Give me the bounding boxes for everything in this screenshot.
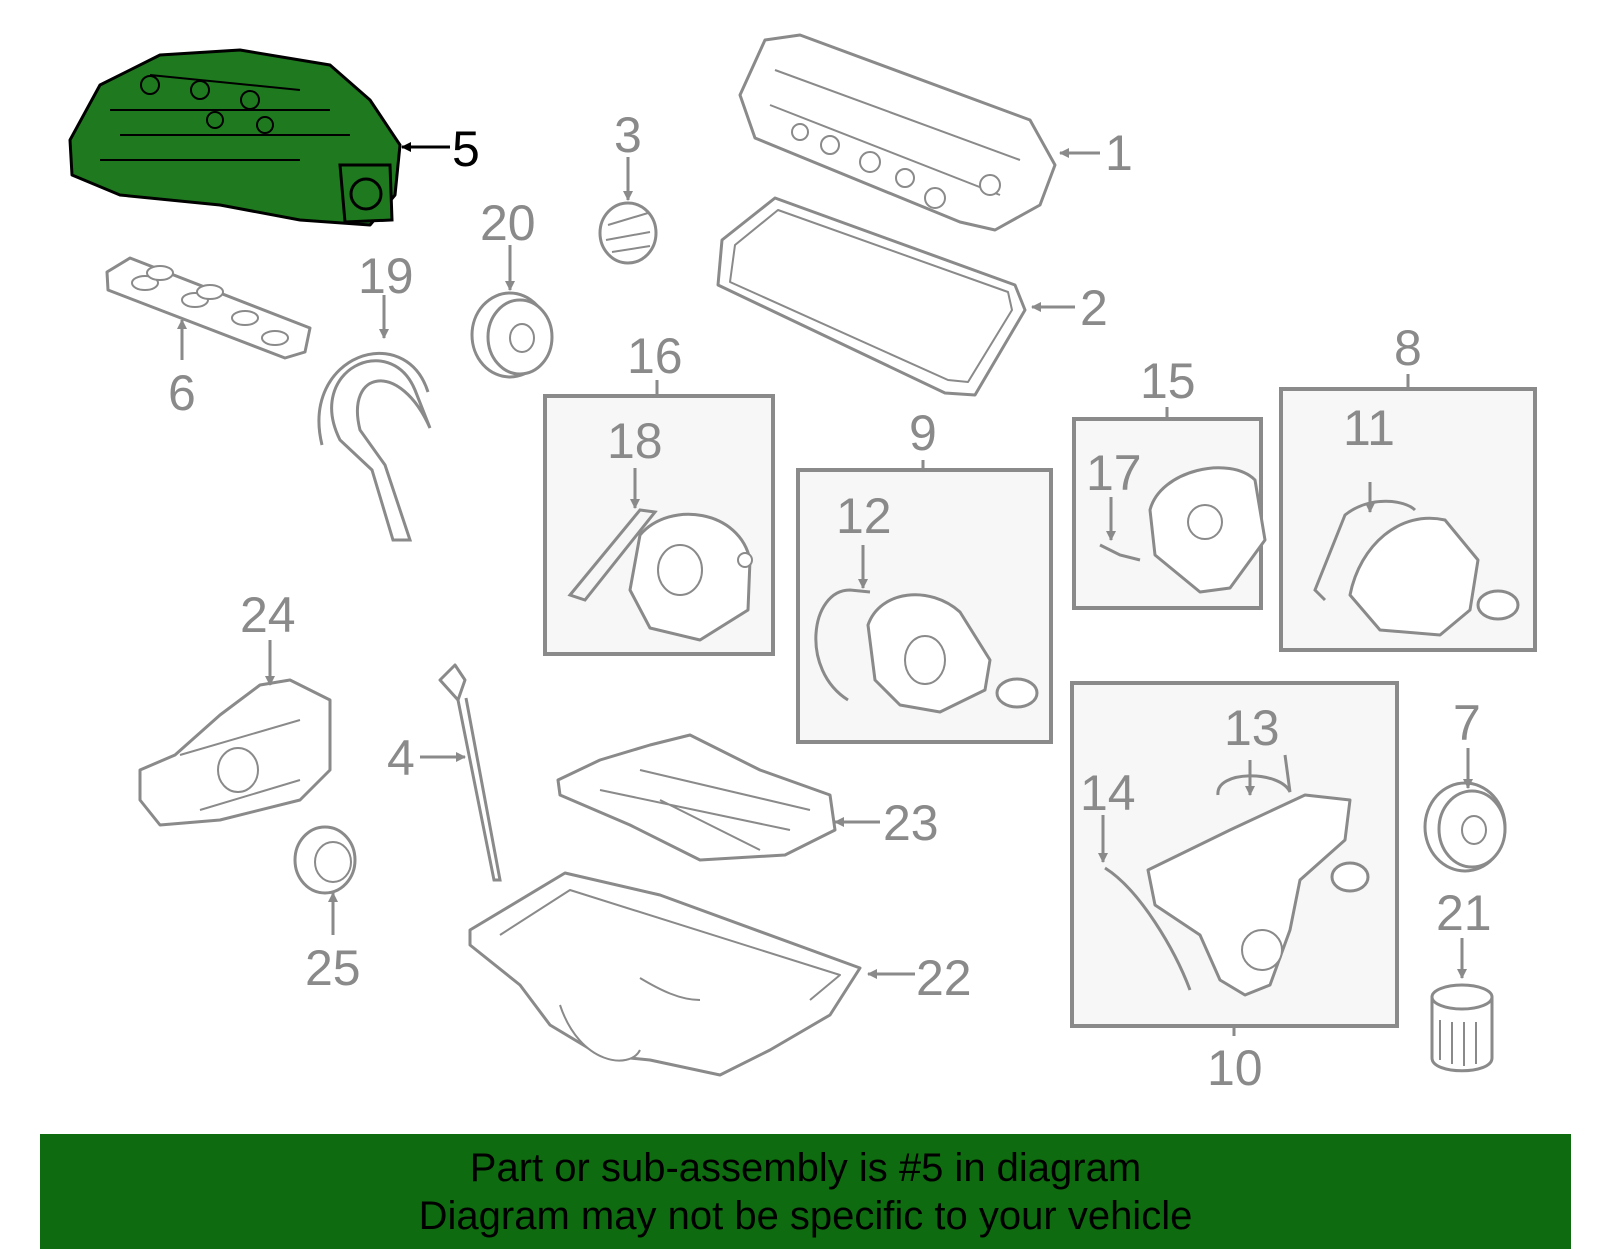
banner-line-2: Diagram may not be specific to your vehi… — [418, 1193, 1193, 1238]
part-label-12: 12 — [836, 488, 892, 544]
part-label-20: 20 — [480, 195, 536, 251]
oil-strainer-part-25 — [293, 825, 357, 895]
part-label-25: 25 — [305, 940, 361, 996]
part-label-3: 3 — [614, 107, 642, 163]
part-label-21: 21 — [1436, 885, 1492, 941]
part-label-11: 11 — [1343, 400, 1395, 456]
part-label-13: 13 — [1224, 700, 1280, 756]
part-label-1: 1 — [1105, 125, 1133, 181]
part-label-15: 15 — [1140, 353, 1196, 409]
oil-pan-part-22 — [468, 871, 862, 1077]
timing-cover-part-15 — [1099, 466, 1267, 594]
part-label-2: 2 — [1080, 280, 1108, 336]
part-label-5: 5 — [452, 121, 480, 177]
part-label-22: 22 — [916, 950, 972, 1006]
intake-manifold-part-5[interactable] — [68, 48, 402, 227]
part-label-18: 18 — [607, 413, 663, 469]
part-label-9: 9 — [909, 405, 937, 461]
oil-pump-part-24 — [138, 678, 332, 827]
part-label-19: 19 — [358, 248, 414, 304]
part-label-24: 24 — [240, 587, 296, 643]
info-banner: Part or sub-assembly is #5 in diagram Di… — [40, 1134, 1571, 1249]
valve-cover-part-1 — [738, 33, 1057, 232]
cam-pulley-part-20 — [470, 291, 554, 379]
timing-cover-part-16 — [567, 508, 753, 642]
timing-cover-part-8 — [1313, 499, 1520, 637]
part-label-17: 17 — [1086, 445, 1142, 501]
part-label-8: 8 — [1394, 320, 1422, 376]
valve-cover-gasket-part-2 — [716, 196, 1027, 397]
oil-filter-part-21 — [1430, 983, 1494, 1073]
part-label-14: 14 — [1080, 765, 1136, 821]
part-label-6: 6 — [168, 365, 196, 421]
part-label-23: 23 — [883, 795, 939, 851]
oil-cap-part-3 — [598, 201, 658, 265]
baffle-plate-part-23 — [556, 733, 837, 862]
timing-belt-part-19 — [317, 351, 432, 542]
timing-cover-part-10 — [1104, 754, 1370, 997]
part-label-7: 7 — [1453, 695, 1481, 751]
banner-line-1: Part or sub-assembly is #5 in diagram — [469, 1145, 1142, 1190]
dipstick-part-4 — [438, 663, 502, 882]
part-label-16: 16 — [627, 328, 683, 384]
timing-cover-part-9 — [814, 588, 1039, 714]
part-label-4: 4 — [387, 730, 415, 786]
crank-pulley-part-7 — [1423, 781, 1507, 873]
part-label-10: 10 — [1207, 1040, 1263, 1096]
manifold-gasket-part-6 — [105, 256, 312, 360]
